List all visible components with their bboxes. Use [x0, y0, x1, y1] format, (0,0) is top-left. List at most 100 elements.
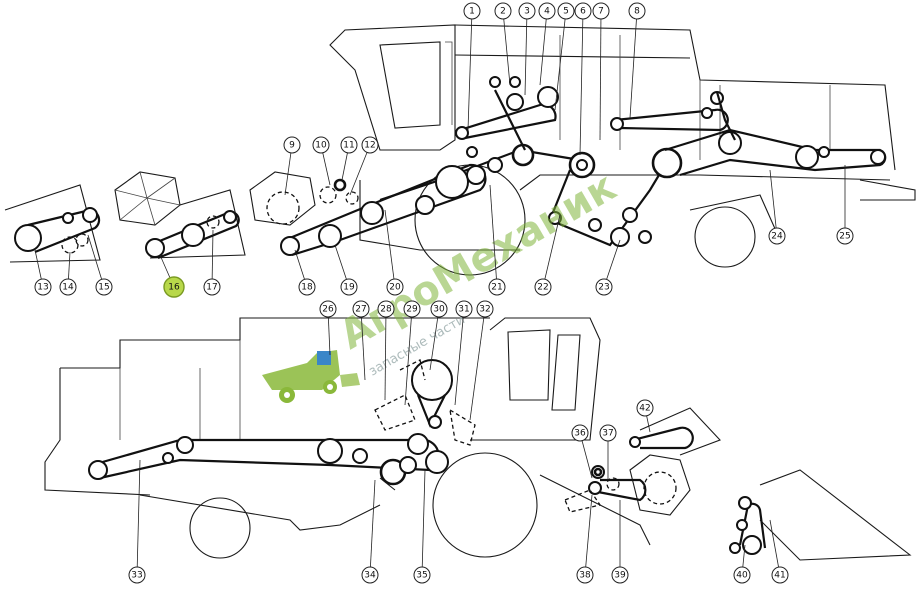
- callout-number: 34: [364, 571, 376, 581]
- callout-number: 31: [458, 305, 469, 315]
- callout-circle: [361, 566, 379, 584]
- callout-number: 22: [537, 283, 548, 293]
- leader-line-34: [369, 479, 376, 576]
- callout-24: 24: [768, 227, 786, 245]
- callout-42: 42: [636, 399, 654, 417]
- callout-number: 28: [380, 305, 392, 315]
- callout-15: 15: [95, 278, 113, 296]
- callout-14: 14: [59, 278, 77, 296]
- callout-number: 10: [315, 141, 327, 151]
- callout-36: 36: [571, 424, 589, 442]
- callout-10: 10: [312, 136, 330, 154]
- callout-35: 35: [413, 566, 431, 584]
- callout-22: 22: [534, 278, 552, 296]
- callout-26: 26: [319, 300, 337, 318]
- callout-circle: [163, 276, 185, 298]
- feeder-assembly: [249, 163, 487, 257]
- callout-circle: [595, 278, 613, 296]
- callout-circle: [768, 227, 786, 245]
- callout-circle: [413, 566, 431, 584]
- callout-number: 24: [771, 232, 783, 242]
- callout-number: 12: [364, 141, 375, 151]
- drive-bottom-main: [88, 359, 476, 491]
- callout-4: 4: [538, 2, 556, 20]
- callout-circle: [463, 2, 481, 20]
- leader-line-22: [542, 214, 561, 288]
- callout-circle: [771, 566, 789, 584]
- callout-21: 21: [488, 278, 506, 296]
- callout-34: 34: [361, 566, 379, 584]
- leader-line-2: [502, 10, 511, 86]
- callout-circle: [557, 2, 575, 20]
- callout-number: 7: [598, 7, 604, 17]
- callout-39: 39: [611, 566, 629, 584]
- callout-number: 36: [574, 429, 586, 439]
- callout-number: 32: [479, 305, 490, 315]
- callout-number: 27: [355, 305, 366, 315]
- callout-circle: [576, 566, 594, 584]
- callout-circle: [538, 2, 556, 20]
- leader-line-5: [554, 10, 567, 111]
- callout-circle: [340, 136, 358, 154]
- callout-38: 38: [576, 566, 594, 584]
- callout-circle: [534, 278, 552, 296]
- cutter-assembly-right: [564, 407, 912, 561]
- callout-circle: [488, 278, 506, 296]
- callout-number: 42: [639, 404, 650, 414]
- leader-line-28: [384, 308, 387, 401]
- bottom-combine-outline: [44, 317, 651, 559]
- callout-number: 16: [168, 283, 180, 293]
- callout-circle: [592, 2, 610, 20]
- leader-line-8: [629, 10, 638, 119]
- main-drive-top: [379, 76, 887, 247]
- callout-circle: [518, 2, 536, 20]
- callout-20: 20: [386, 278, 404, 296]
- callout-circle: [59, 278, 77, 296]
- callout-number: 17: [206, 283, 217, 293]
- callout-number: 20: [389, 283, 401, 293]
- callout-3: 3: [518, 2, 536, 20]
- callout-19: 19: [340, 278, 358, 296]
- callout-5: 5: [557, 2, 575, 20]
- callout-circle: [836, 227, 854, 245]
- callout-number: 38: [579, 571, 591, 581]
- leader-line-20: [384, 209, 396, 288]
- callout-11: 11: [340, 136, 358, 154]
- leader-line-38: [584, 494, 593, 576]
- header-assembly-left: [4, 184, 101, 263]
- callout-circle: [319, 300, 337, 318]
- callout-37: 37: [599, 424, 617, 442]
- callout-8: 8: [628, 2, 646, 20]
- leader-line-24: [769, 169, 778, 237]
- callout-number: 1: [469, 7, 475, 17]
- callout-circle: [203, 278, 221, 296]
- callout-circle: [628, 2, 646, 20]
- callout-17: 17: [203, 278, 221, 296]
- callout-circle: [283, 136, 301, 154]
- callout-number: 23: [598, 283, 609, 293]
- callout-circle: [574, 2, 592, 20]
- callout-circle: [386, 278, 404, 296]
- callout-number: 5: [563, 7, 569, 17]
- callout-circle: [455, 300, 473, 318]
- leader-line-30: [429, 308, 440, 371]
- reel-assembly: [114, 171, 246, 260]
- callout-circle: [599, 424, 617, 442]
- callout-12: 12: [361, 136, 379, 154]
- callout-1: 1: [463, 2, 481, 20]
- leader-line-21: [489, 184, 498, 288]
- callout-number: 40: [736, 571, 748, 581]
- callout-number: 13: [37, 283, 48, 293]
- leader-line-31: [454, 308, 465, 406]
- leader-line-6: [579, 10, 584, 156]
- callout-circle: [128, 566, 146, 584]
- callout-circle: [95, 278, 113, 296]
- callout-number: 8: [634, 7, 640, 17]
- callout-13: 13: [34, 278, 52, 296]
- callout-number: 11: [343, 141, 354, 151]
- callout-number: 14: [62, 283, 74, 293]
- callout-circle: [476, 300, 494, 318]
- callout-circle: [571, 424, 589, 442]
